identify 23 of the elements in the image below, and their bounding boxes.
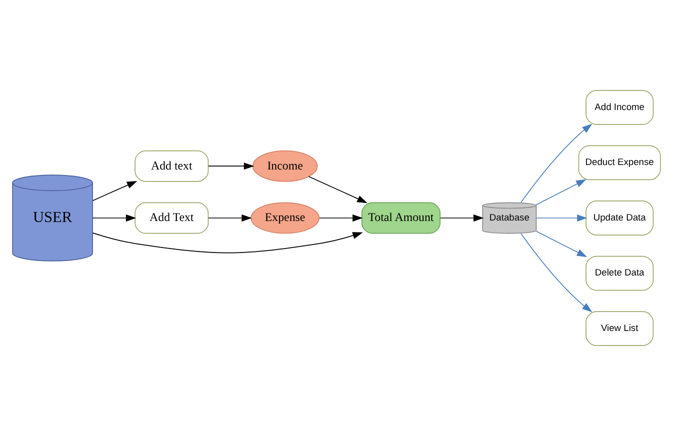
- node-box: Total Amount: [361, 202, 441, 234]
- arrow: [520, 232, 592, 312]
- arrow: [536, 178, 586, 205]
- node-box: Add Text: [134, 202, 209, 234]
- arrow: [92, 214, 136, 222]
- node-box: Deduct Expense: [578, 144, 661, 180]
- node-box: Add text: [134, 150, 209, 182]
- arrow: [92, 232, 363, 253]
- arrow: [440, 214, 484, 222]
- node-box: Add Income: [586, 89, 654, 124]
- node-ellipse: Income: [252, 150, 318, 182]
- arrow: [536, 214, 588, 222]
- arrow: [208, 214, 252, 222]
- arrow: [208, 162, 254, 170]
- node-box: View List: [586, 310, 654, 346]
- arrow: [319, 214, 363, 222]
- node-ellipse: Expense: [250, 202, 320, 234]
- arrow: [520, 123, 592, 202]
- node-box: Delete Data: [586, 255, 654, 290]
- arrow: [308, 176, 368, 203]
- node-box: Update Data: [586, 200, 654, 235]
- arrow: [536, 230, 588, 257]
- arrow: [92, 180, 138, 200]
